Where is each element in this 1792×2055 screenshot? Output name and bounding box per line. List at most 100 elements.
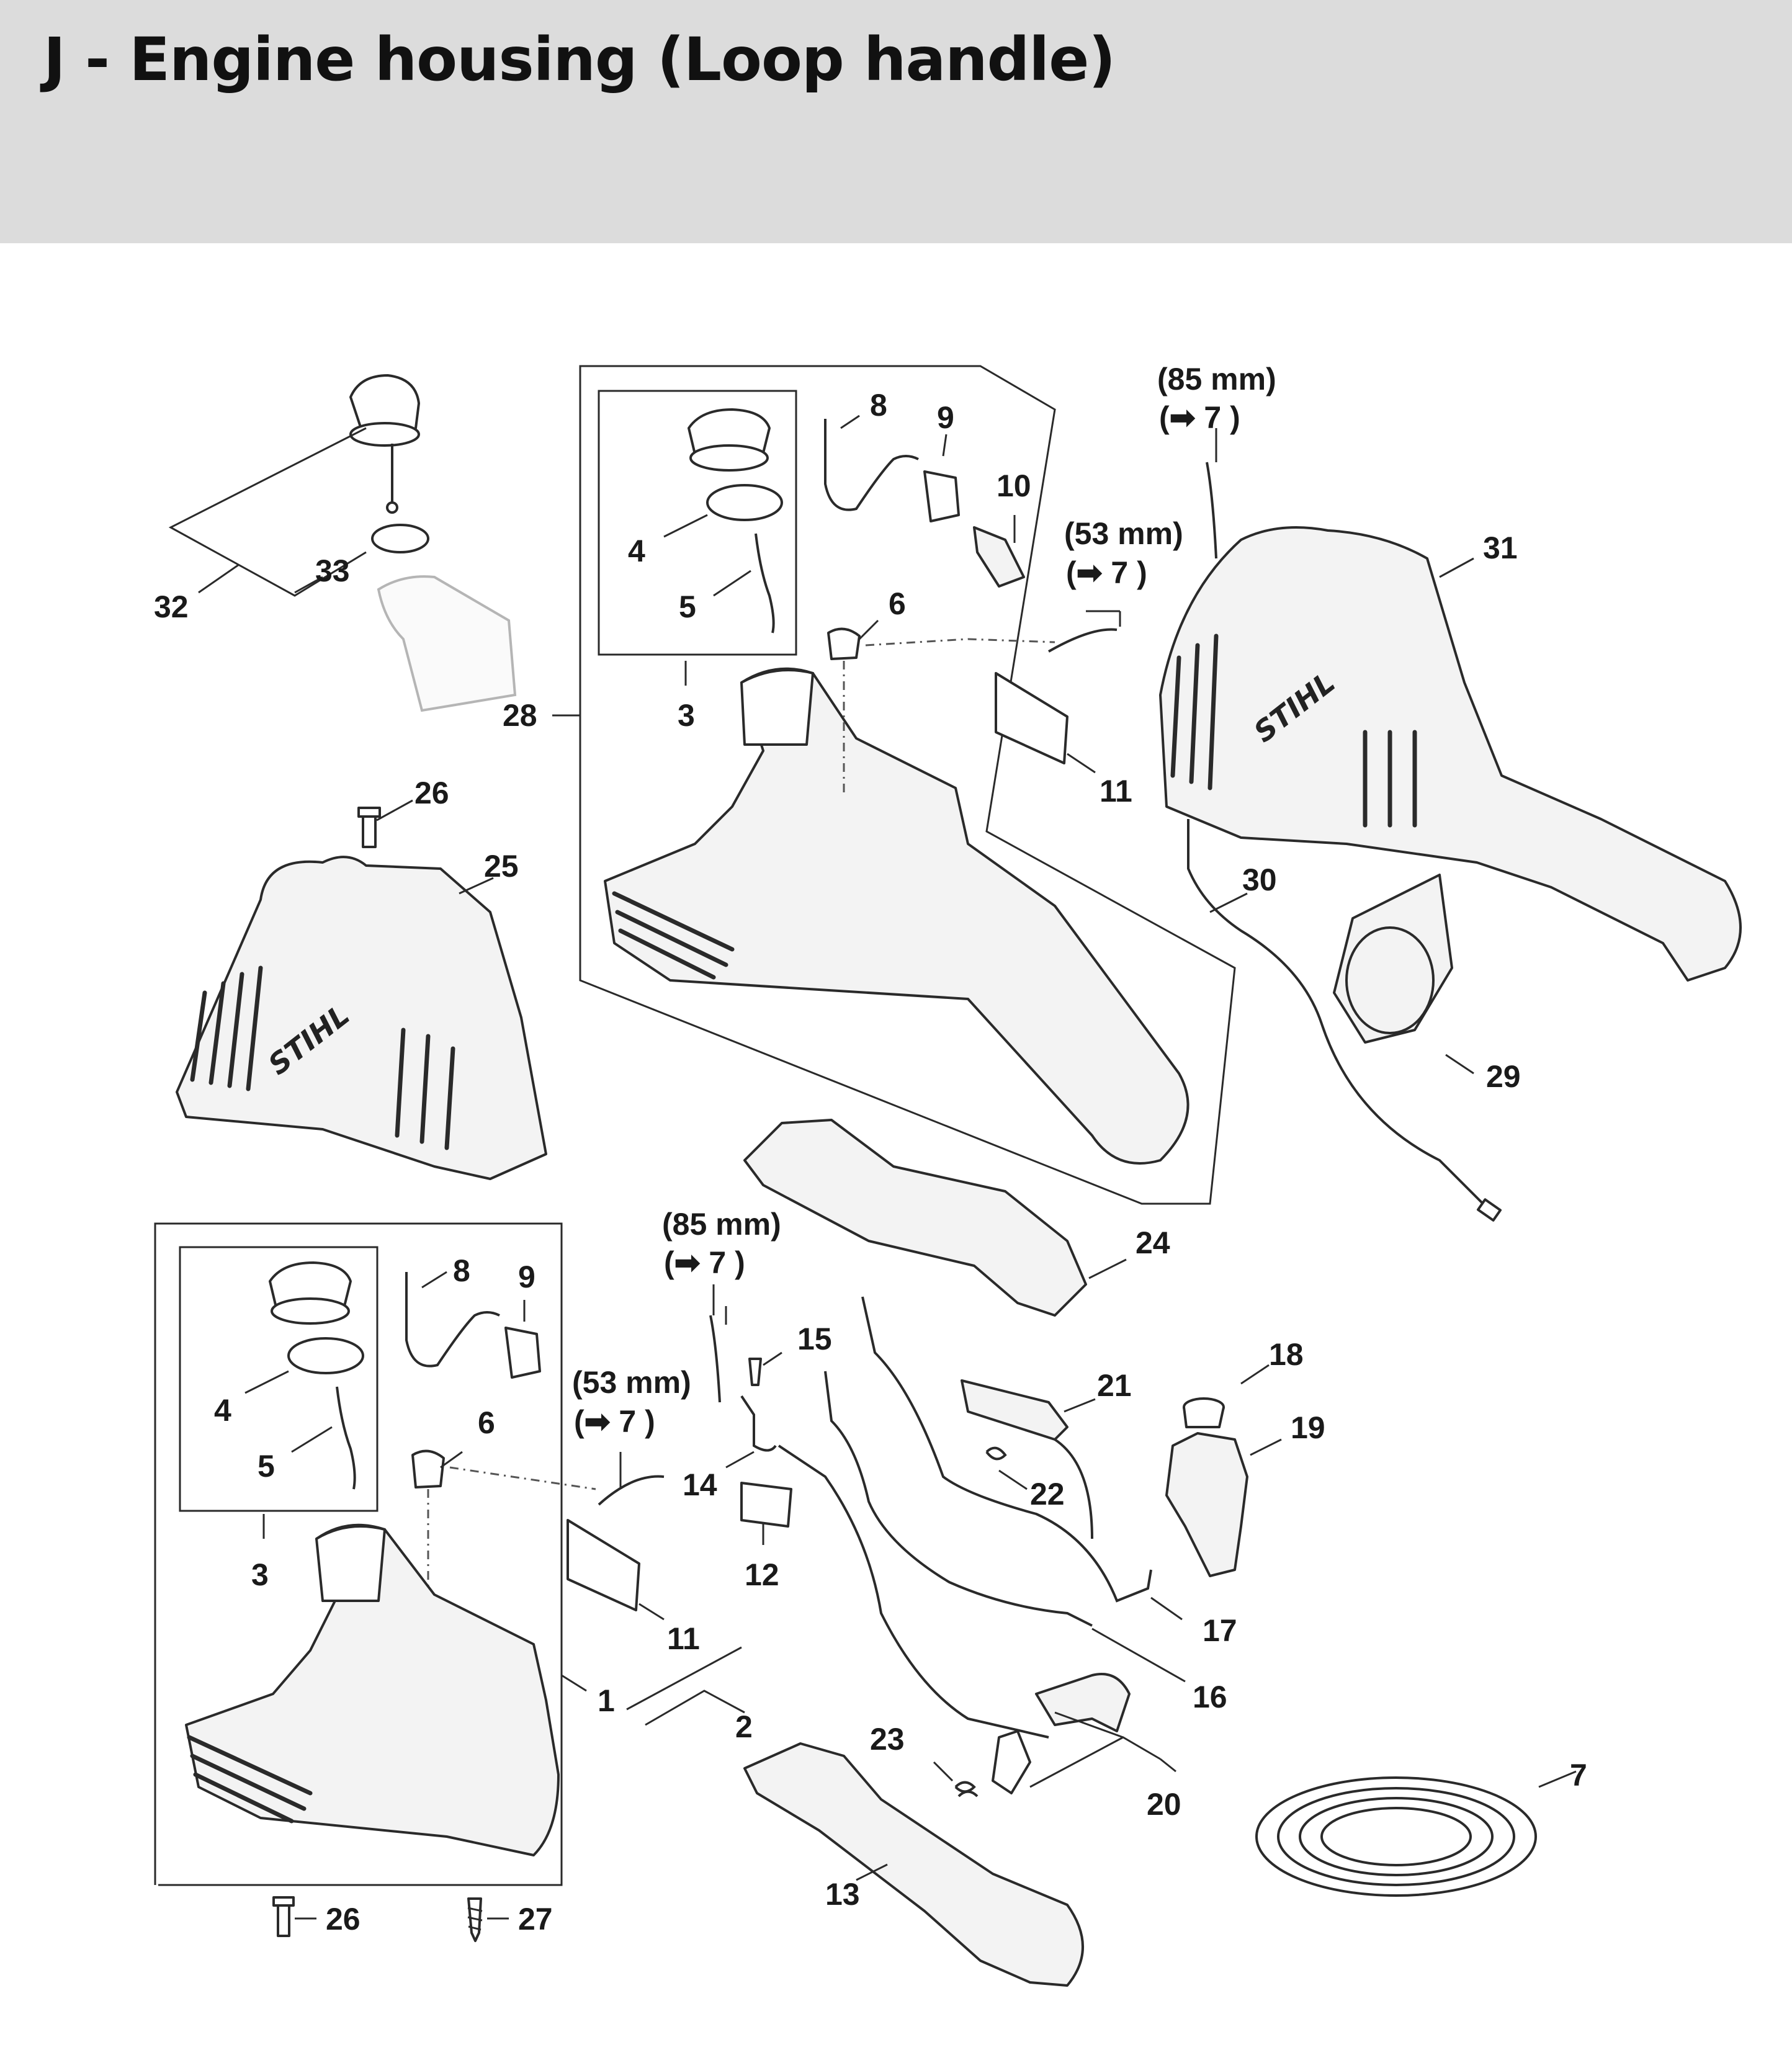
shroud-31-grill: [1170, 634, 1417, 828]
cable-coil-7: [1255, 1776, 1537, 1897]
fuel-cap-32: [349, 374, 420, 514]
callout-11: 11: [1100, 774, 1132, 808]
hose-53mm-top: [1048, 628, 1118, 653]
callout-25: 25: [484, 849, 519, 884]
shroud-31: [1159, 526, 1742, 982]
note-85mm-bottom-ref: (➡ 7 ): [664, 1245, 745, 1280]
callout-23: 23: [870, 1722, 905, 1757]
callout-10: 10: [997, 468, 1031, 503]
callout-4: 4: [214, 1393, 231, 1428]
callout-20: 20: [1147, 1787, 1181, 1822]
trigger-20: [1035, 1673, 1131, 1732]
callout-3: 3: [251, 1557, 269, 1592]
cover-19: [1165, 1432, 1248, 1577]
throttle-cable-lower: [777, 1444, 1049, 1739]
callout-31: 31: [1483, 531, 1518, 565]
cover-25-grill: [190, 965, 455, 1150]
throttle-cable-30: [1187, 819, 1490, 1211]
screw-26-top: [357, 807, 381, 848]
callout-22: 22: [1030, 1477, 1065, 1511]
handle-24: [743, 1119, 1087, 1317]
callout-1: 1: [598, 1683, 615, 1718]
fuel-filter-10: [973, 526, 1025, 588]
leader-lines: [168, 414, 1577, 1920]
note-53mm-bottom: (53 mm): [572, 1365, 691, 1400]
housing-slats-28: [612, 891, 735, 980]
short-circuit-wire-17: [861, 1296, 1152, 1603]
callout-21: 21: [1097, 1368, 1132, 1403]
subgroup-3-frame-bottom: [179, 1246, 379, 1512]
tank-housing-28: [604, 667, 1189, 1165]
check-valve-6-top: [827, 627, 861, 660]
note-85mm-top: (85 mm): [1157, 362, 1276, 396]
callout-19: 19: [1291, 1410, 1325, 1445]
retainer-5-bottom: [336, 1386, 356, 1490]
callout-5: 5: [679, 589, 696, 624]
label-11-top: [995, 672, 1068, 764]
retainer-5-top: [755, 533, 775, 634]
callout-16: 16: [1193, 1680, 1227, 1714]
check-valve-6-bottom: [411, 1449, 445, 1489]
callout-17: 17: [1203, 1613, 1237, 1648]
switch-bracket-14: [740, 1395, 777, 1452]
clip-22: [985, 1446, 1007, 1461]
callout-24: 24: [1136, 1225, 1170, 1260]
callout-4: 4: [628, 534, 645, 568]
note-53mm-bottom-ref: (➡ 7 ): [574, 1404, 655, 1439]
callout-27: 27: [518, 1902, 553, 1936]
fuel-hose-8-bottom: [405, 1272, 500, 1368]
page-title: J - Engine housing (Loop handle): [43, 25, 1116, 94]
callout-9: 9: [937, 400, 954, 435]
spring-23: [954, 1781, 979, 1798]
assembly-1-frame: [154, 1222, 563, 1886]
dash-line-bottom: [449, 1466, 596, 1490]
callout-12: 12: [745, 1557, 779, 1592]
note-85mm-top-ref: (➡ 7 ): [1159, 400, 1240, 435]
fan-opening-29: [1345, 926, 1435, 1034]
ground-wire-16: [824, 1371, 1093, 1627]
callout-14: 14: [683, 1467, 717, 1502]
fuel-cap-4-bottom: [269, 1261, 352, 1325]
callout-6: 6: [478, 1405, 495, 1440]
callout-3: 3: [678, 698, 695, 733]
callout-7: 7: [1570, 1758, 1587, 1793]
subgroup-3-frame-top: [598, 390, 797, 656]
dash-line-top: [865, 638, 1055, 647]
callout-28: 28: [503, 698, 537, 733]
callout-18: 18: [1269, 1337, 1304, 1372]
callout-26: 26: [414, 776, 449, 810]
switch-20: [992, 1730, 1031, 1794]
callout-8: 8: [870, 388, 887, 423]
fan-housing-29: [1333, 874, 1453, 1044]
callout-30: 30: [1242, 862, 1277, 897]
callout-32: 32: [154, 589, 189, 624]
cable-21: [1054, 1438, 1093, 1539]
o-ring-33: [371, 524, 429, 553]
hose-85mm-bottom: [709, 1315, 721, 1403]
callout-6: 6: [889, 586, 906, 621]
callout-8: 8: [453, 1253, 470, 1288]
handle-13: [743, 1742, 1084, 1987]
o-ring-4-top: [706, 484, 783, 521]
cable-end-30: [1476, 1198, 1502, 1222]
callout-2: 2: [735, 1709, 753, 1744]
callout-9: 9: [518, 1260, 535, 1294]
tank-neck-28: [740, 669, 814, 746]
knob-18: [1183, 1397, 1225, 1428]
grip-21: [961, 1379, 1068, 1441]
housing-1-slats: [187, 1735, 313, 1824]
note-85mm-bottom: (85 mm): [662, 1207, 781, 1242]
tank-ghost: [377, 575, 517, 712]
screw-15: [748, 1358, 762, 1386]
label-12: [740, 1482, 792, 1528]
note-53mm-top-ref: (➡ 7 ): [1066, 555, 1147, 590]
o-ring-4-bottom: [287, 1337, 364, 1374]
tank-neck-1: [315, 1525, 386, 1602]
callout-11: 11: [667, 1621, 700, 1656]
hose-53mm-bottom: [598, 1475, 665, 1506]
callout-15: 15: [797, 1322, 832, 1356]
fuel-hose-8-top: [824, 419, 919, 511]
fuel-filter-9-bottom: [504, 1327, 541, 1379]
label-11-bottom: [567, 1519, 640, 1611]
